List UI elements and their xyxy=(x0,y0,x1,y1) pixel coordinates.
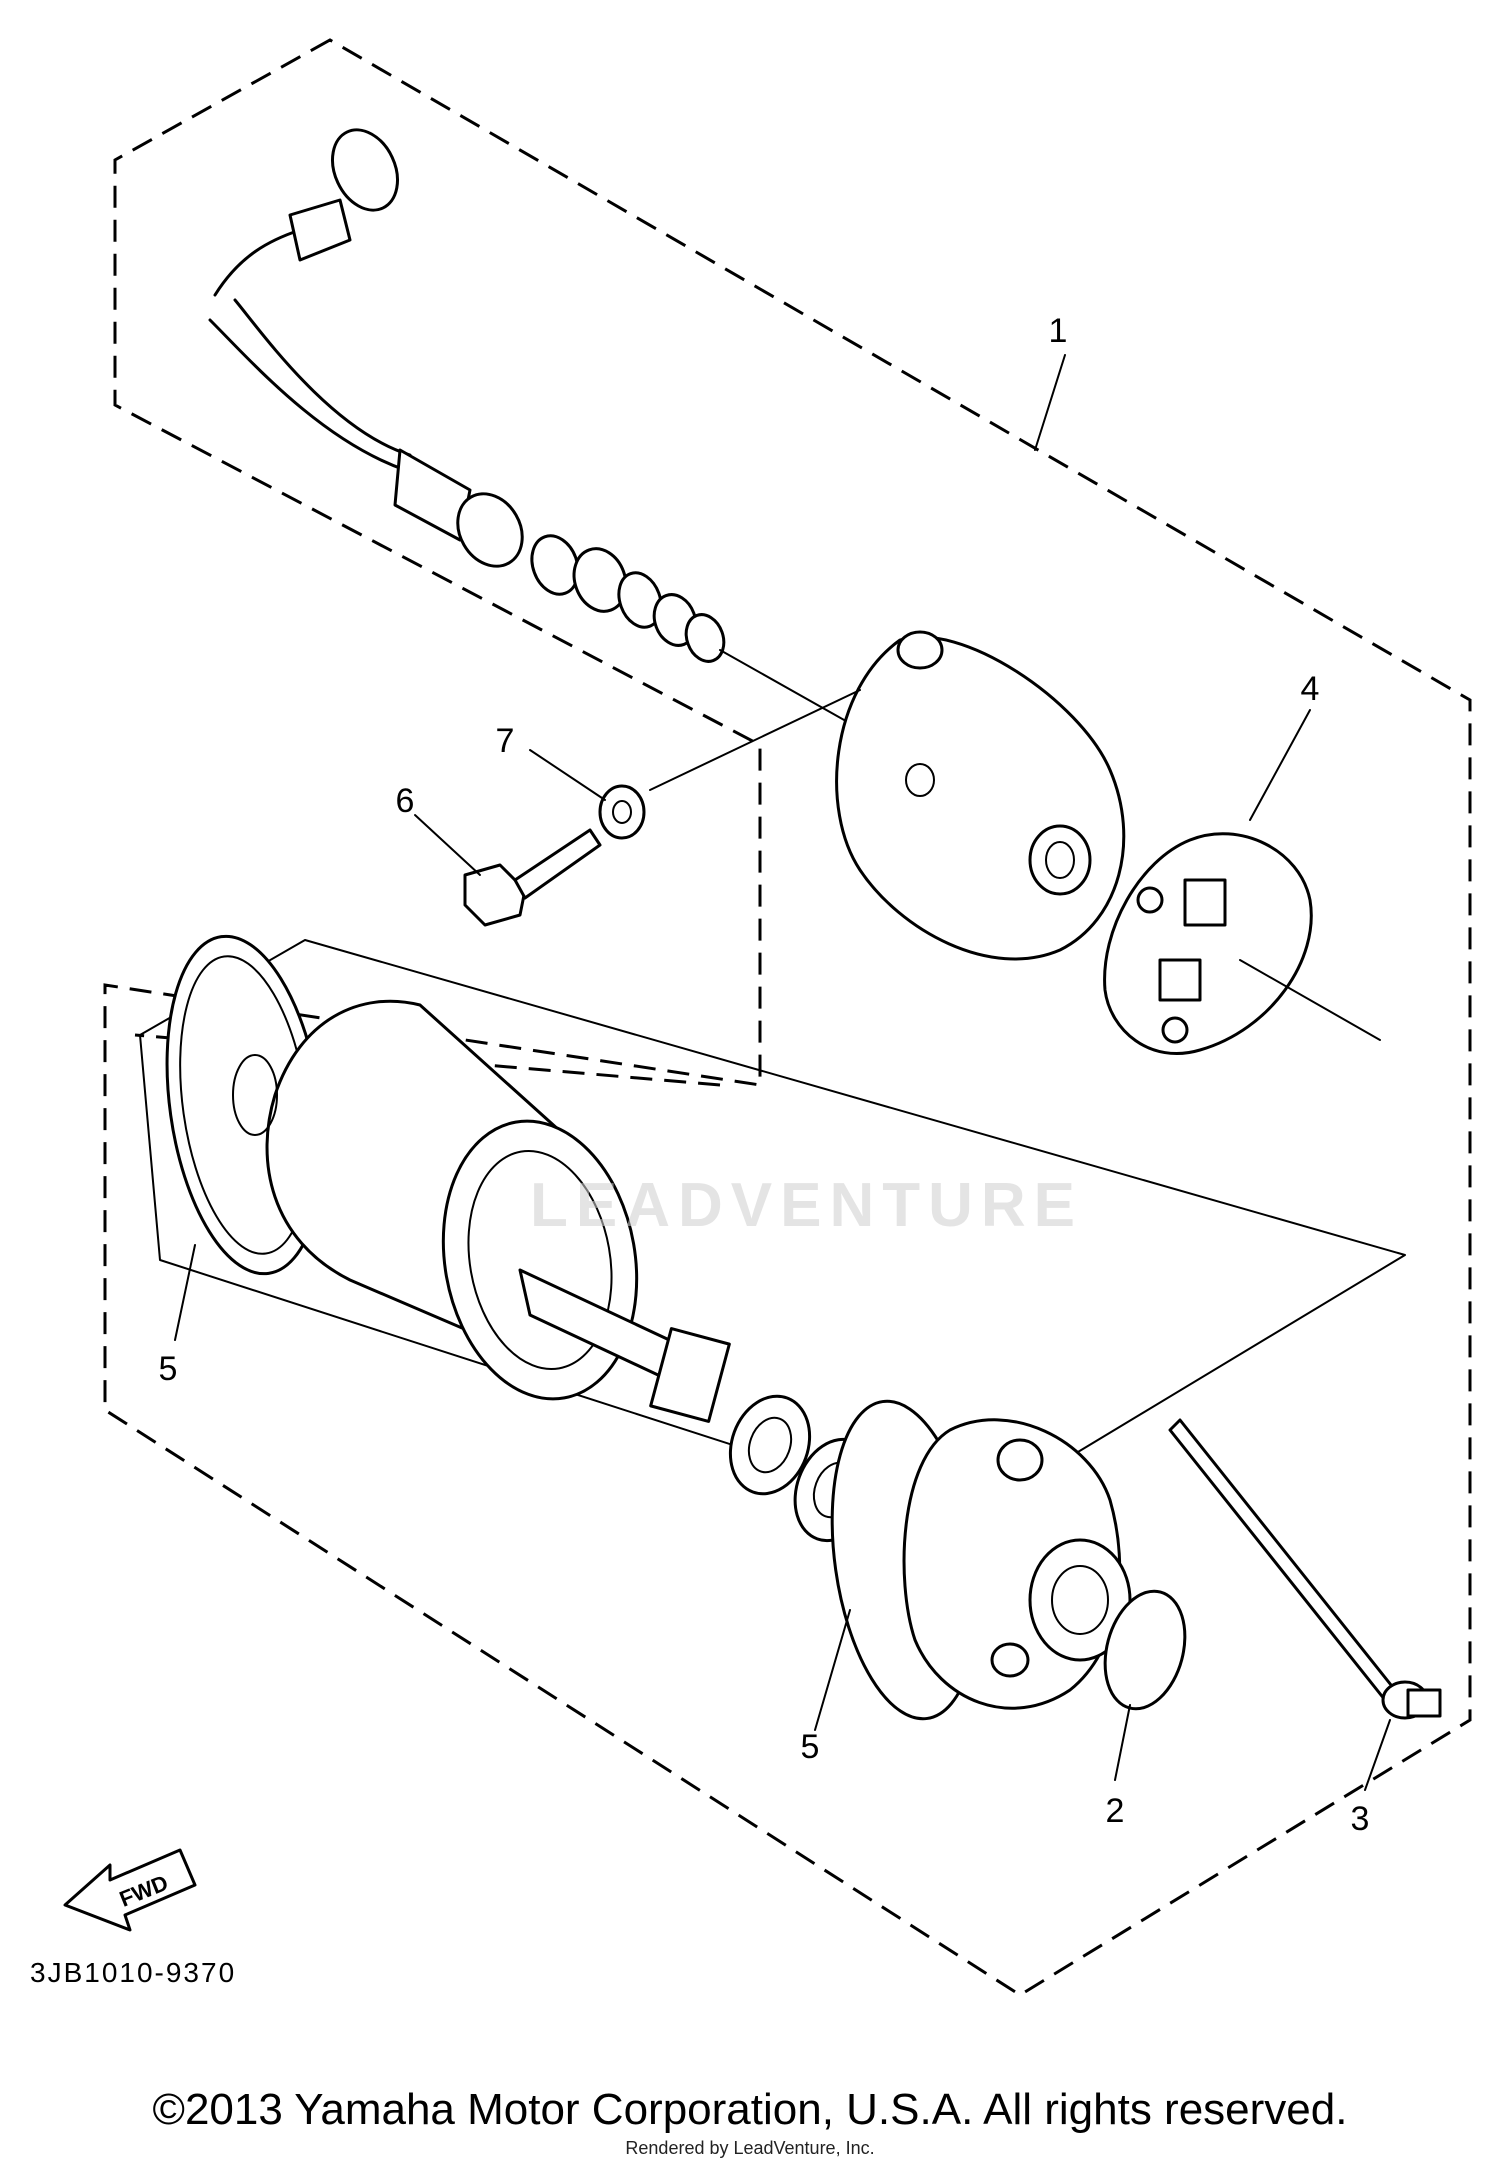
through-bolt xyxy=(1168,1418,1442,1720)
callout-6: 6 xyxy=(396,782,415,820)
callout-5-left: 5 xyxy=(159,1350,178,1388)
yoke-guide-box xyxy=(139,939,1406,1521)
diagram-code: 3JB1010-9370 xyxy=(30,1957,236,1988)
washer xyxy=(598,784,646,840)
callout-5-bottom: 5 xyxy=(801,1728,820,1766)
brush-holder xyxy=(1103,832,1381,1056)
rendered-by-notice: Rendered by LeadVenture, Inc. xyxy=(625,2138,875,2158)
terminal-bushing-stack xyxy=(530,534,916,761)
callout-2: 2 xyxy=(1106,1792,1125,1830)
rear-cover xyxy=(649,630,1126,961)
bolt xyxy=(463,828,602,927)
lead-wire xyxy=(208,128,524,568)
callout-7: 7 xyxy=(496,722,515,760)
copyright-notice: ©2013 Yamaha Motor Corporation, U.S.A. A… xyxy=(152,2085,1348,2134)
fwd-arrow-icon: FWD xyxy=(63,1848,197,1932)
callout-3: 3 xyxy=(1351,1800,1370,1838)
armature-shaft xyxy=(518,1268,731,1423)
callout-1: 1 xyxy=(1049,312,1068,350)
callout-4: 4 xyxy=(1301,670,1320,708)
front-cover xyxy=(830,1399,1132,1721)
watermark: LEADVENTURE xyxy=(530,1171,1084,1240)
callout-leader-lines xyxy=(174,354,1391,1791)
assembly-boundary-outline xyxy=(103,38,1472,1997)
